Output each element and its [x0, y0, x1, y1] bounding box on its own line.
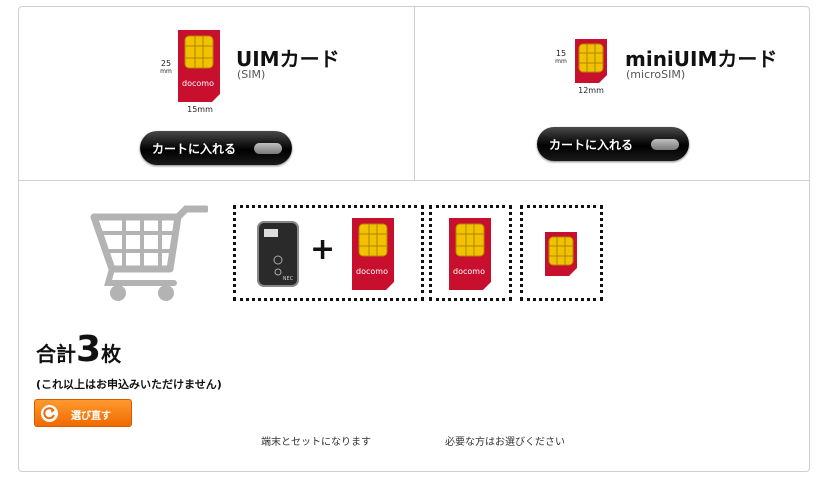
reselect-label: 選び直す: [71, 411, 111, 422]
mini-sim-height-unit: mm: [555, 58, 567, 65]
selected-sim-brand-2: docomo: [453, 267, 485, 276]
add-to-cart-label: カートに入れる: [152, 142, 237, 156]
selected-slot-mini-sim: [520, 205, 603, 301]
sim-height-dimension: 25 mm: [158, 60, 174, 76]
sim-height-value: 25: [160, 59, 172, 68]
sim-width-dimension: 15mm: [187, 105, 213, 114]
mini-uim-card-subtitle: (microSIM): [626, 68, 686, 81]
uim-card-subtitle: (SIM): [237, 68, 266, 81]
selected-sim-card-image-2: docomo: [449, 218, 491, 290]
mini-sim-height-dimension: 15 mm: [552, 50, 570, 66]
button-indicator: [651, 139, 679, 150]
mini-uim-sim-card-image: [575, 39, 607, 83]
caption-optional: 必要な方はお選びください: [445, 437, 565, 448]
plus-sign: +: [310, 232, 336, 267]
add-to-cart-label: カートに入れる: [549, 138, 634, 152]
router-device-image: NEC: [257, 221, 299, 287]
reselect-button[interactable]: 選び直す: [34, 399, 132, 427]
vertical-divider: [414, 6, 415, 181]
total-count: 合計3枚: [36, 332, 121, 368]
uim-card-title: UIMカード: [236, 47, 340, 71]
add-to-cart-button-uim[interactable]: カートに入れる: [140, 131, 292, 165]
add-to-cart-button-mini-uim[interactable]: カートに入れる: [537, 127, 689, 161]
mini-sim-height-value: 15: [555, 49, 567, 58]
total-suffix: 枚: [101, 342, 122, 366]
limit-note: (これ以上はお申込みいただけません): [36, 378, 222, 391]
selected-sim-card-image: docomo: [352, 218, 394, 290]
selected-slot-sim: docomo: [429, 205, 512, 301]
total-prefix: 合計: [36, 342, 76, 366]
button-indicator: [254, 143, 282, 154]
selected-mini-sim-card-image: [545, 232, 577, 276]
caption-with-device: 端末とセットになります: [261, 437, 371, 448]
mini-uim-card-title: miniUIMカード: [625, 47, 778, 71]
router-brand-label: NEC: [283, 276, 294, 282]
refresh-icon: [41, 405, 58, 422]
sim-height-unit: mm: [160, 68, 172, 75]
uim-sim-card-image: docomo: [178, 30, 220, 102]
uim-sim-brand: docomo: [182, 79, 214, 88]
shopping-cart-icon: [90, 205, 208, 301]
selected-sim-brand: docomo: [356, 267, 388, 276]
selected-slot-device-set: NEC + docomo: [233, 205, 424, 301]
total-number: 3: [76, 329, 102, 370]
mini-sim-width-dimension: 12mm: [578, 86, 604, 95]
